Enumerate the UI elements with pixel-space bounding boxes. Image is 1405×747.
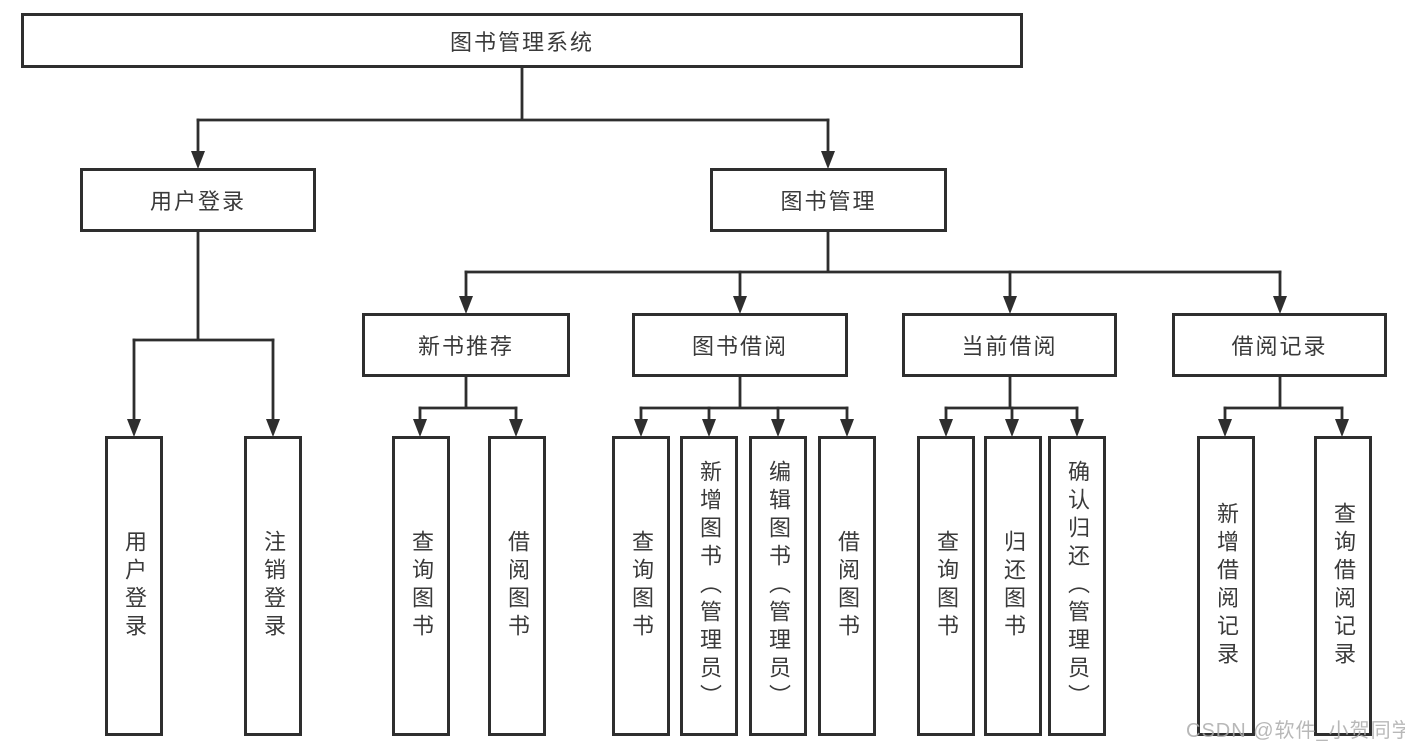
leaf-borrow-books-borrowing: 借阅图书: [818, 436, 876, 736]
leaf-borrow-books-recommend: 借阅图书: [488, 436, 546, 736]
leaf-query-books-recommend: 查询图书: [392, 436, 450, 736]
arrowhead-icons: [127, 151, 1349, 437]
node-current-borrowing: 当前借阅: [902, 313, 1117, 377]
leaf-user-login: 用户登录: [105, 436, 163, 736]
node-book-management-branch: 图书管理: [710, 168, 947, 232]
leaf-edit-books-admin: 编辑图书（管理员）: [749, 436, 807, 736]
leaf-user-login-label: 用户登录: [122, 530, 147, 642]
leaf-query-books-borrowing: 查询图书: [612, 436, 670, 736]
leaf-borrow-books-borrowing-label: 借阅图书: [835, 530, 860, 642]
node-borrow-records: 借阅记录: [1172, 313, 1387, 377]
leaf-confirm-return-admin-label: 确认归还（管理员）: [1065, 460, 1090, 712]
node-user-login-branch: 用户登录: [80, 168, 316, 232]
leaf-query-books-current: 查询图书: [917, 436, 975, 736]
leaf-return-books-label: 归还图书: [1001, 530, 1026, 642]
leaf-add-books-admin-label: 新增图书（管理员）: [697, 460, 722, 712]
leaf-confirm-return-admin: 确认归还（管理员）: [1048, 436, 1106, 736]
leaf-query-borrow-record-label: 查询借阅记录: [1331, 502, 1356, 670]
leaf-edit-books-admin-label: 编辑图书（管理员）: [766, 460, 791, 712]
node-library-system: 图书管理系统: [21, 13, 1023, 68]
leaf-add-books-admin: 新增图书（管理员）: [680, 436, 738, 736]
node-new-book-recommend: 新书推荐: [362, 313, 570, 377]
leaf-borrow-books-recommend-label: 借阅图书: [505, 530, 530, 642]
leaf-logout-login: 注销登录: [244, 436, 302, 736]
csdn-watermark: CSDN @软件_小贺同学: [1186, 720, 1405, 742]
node-book-borrowing: 图书借阅: [632, 313, 848, 377]
leaf-return-books: 归还图书: [984, 436, 1042, 736]
leaf-query-books-recommend-label: 查询图书: [409, 530, 434, 642]
leaf-add-borrow-record-label: 新增借阅记录: [1214, 502, 1239, 670]
leaf-logout-login-label: 注销登录: [261, 530, 286, 642]
leaf-query-books-current-label: 查询图书: [934, 530, 959, 642]
leaf-query-borrow-record: 查询借阅记录: [1314, 436, 1372, 736]
leaf-add-borrow-record: 新增借阅记录: [1197, 436, 1255, 736]
leaf-query-books-borrowing-label: 查询图书: [629, 530, 654, 642]
